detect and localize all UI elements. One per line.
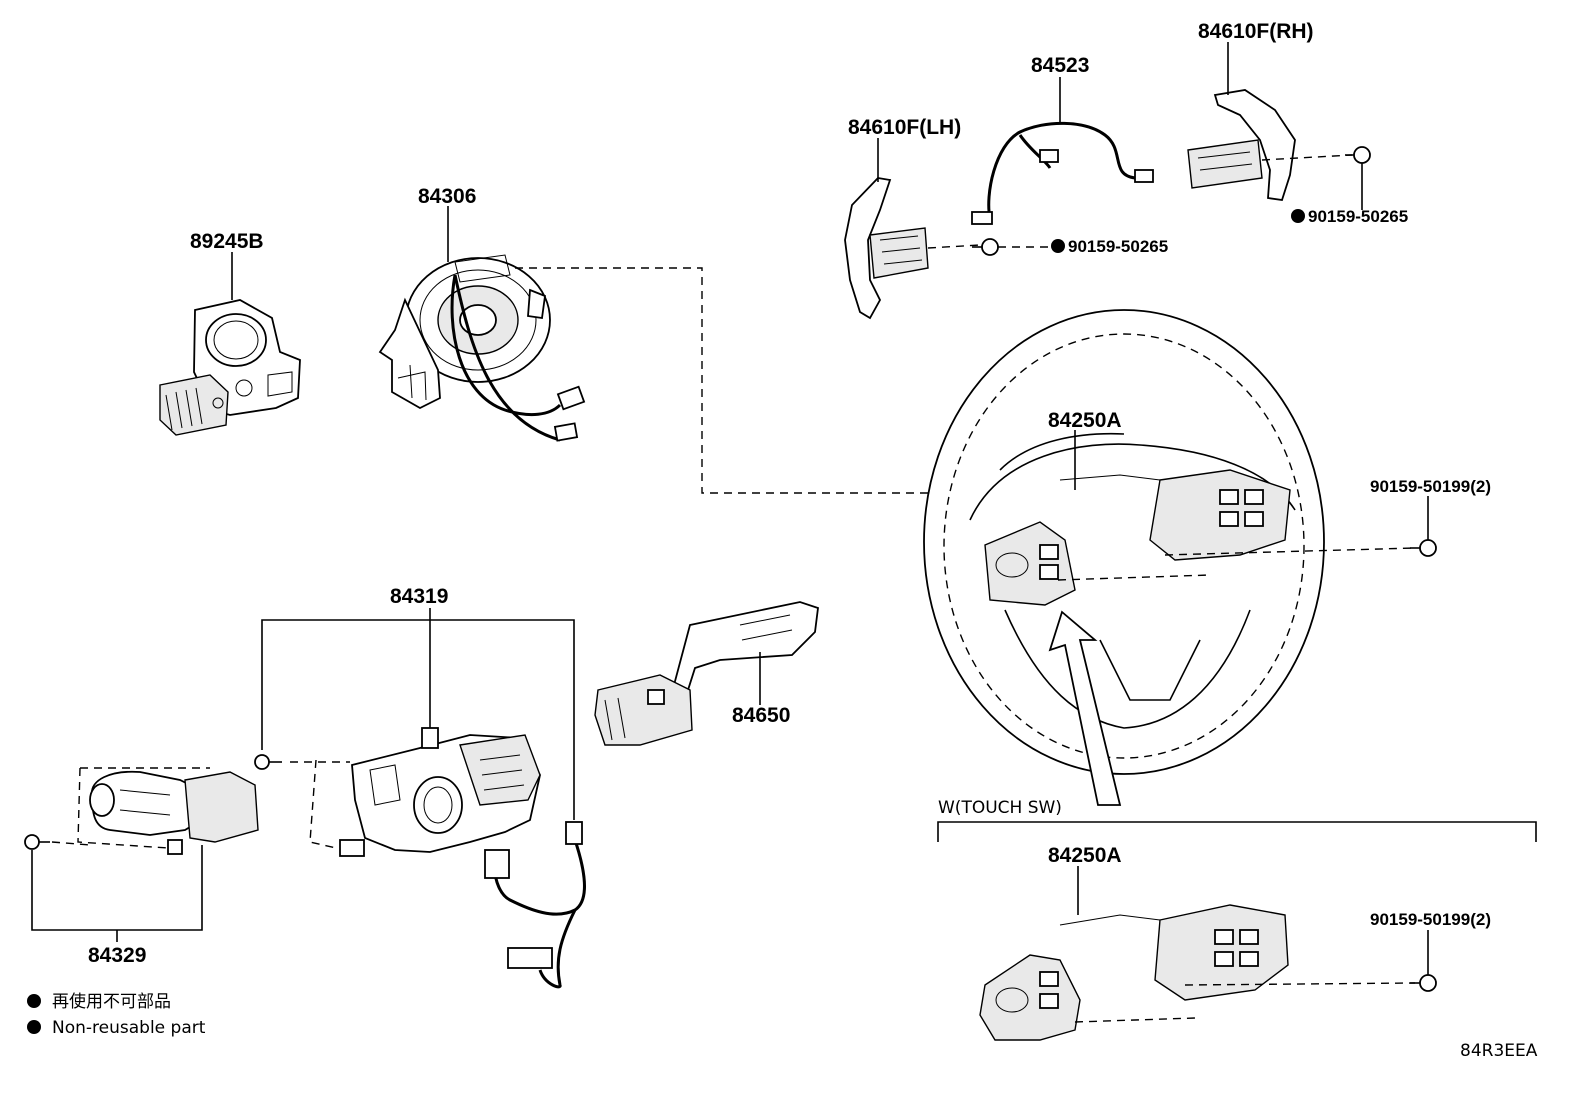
dash-switch-screw-top-2: [1057, 574, 1211, 581]
bracket-touch-sw: [937, 821, 1537, 842]
screw-90159-50199-top[interactable]: [1410, 539, 1437, 557]
screw-90159-50199-bottom[interactable]: [1410, 974, 1437, 992]
label-84329: 84329: [88, 944, 146, 967]
part-84319-combination-switch[interactable]: [339, 727, 541, 857]
label-touch-sw: W(TOUCH SW): [938, 798, 1062, 818]
part-84329-light-switch[interactable]: [89, 770, 259, 855]
dash-switch-screw-bottom-2: [1074, 1017, 1196, 1023]
dash-lh-screw: [927, 244, 981, 249]
legend-jp: 再使用不可部品: [52, 991, 171, 1012]
screw-84319[interactable]: [254, 754, 282, 770]
legend-en: Non-reusable part: [52, 1018, 206, 1038]
screw-84329[interactable]: [24, 834, 50, 850]
part-84610f-rh-paddle[interactable]: [1187, 89, 1296, 201]
label-84306: 84306: [418, 185, 476, 208]
label-84650: 84650: [732, 704, 790, 727]
screw-90159-50265-lh[interactable]: [972, 238, 999, 256]
label-84319: 84319: [390, 585, 448, 608]
part-84319-harness[interactable]: [484, 821, 586, 989]
non-reusable-marker-icon: [27, 1020, 41, 1034]
label-84610f-lh: 84610F(LH): [848, 116, 961, 139]
label-90159-50199-bottom: 90159-50199(2): [1370, 910, 1491, 929]
non-reusable-marker-icon: [1291, 209, 1305, 223]
label-84523: 84523: [1031, 54, 1089, 77]
part-84523-harness[interactable]: [971, 121, 1154, 225]
label-84250a-bottom: 84250A: [1048, 844, 1122, 867]
bracket-84319: [261, 619, 575, 820]
label-84610f-rh: 84610F(RH): [1198, 20, 1314, 43]
part-89245b-sensor[interactable]: [159, 299, 301, 436]
assembly-arrow-icon: [1048, 610, 1122, 806]
dash-rh-screw: [1261, 154, 1353, 161]
screw-90159-50265-rh[interactable]: [1345, 146, 1371, 164]
non-reusable-marker-icon: [1051, 239, 1065, 253]
diagram-code: 84R3EEA: [1460, 1041, 1538, 1061]
part-84306-spiral-cable[interactable]: [378, 254, 586, 442]
part-84250a-switch-top[interactable]: [984, 469, 1291, 606]
label-89245b: 89245B: [190, 230, 264, 253]
label-90159-50265-b: 90159-50265: [1308, 207, 1408, 226]
label-90159-50265-a: 90159-50265: [1068, 237, 1168, 256]
dash-84306-to-wheel: [515, 267, 935, 494]
dash-switch-screw-bottom: [1184, 982, 1416, 986]
label-90159-50199-top: 90159-50199(2): [1370, 477, 1491, 496]
dash-84329-outline: [77, 767, 169, 849]
dash-84319-side: [309, 759, 337, 849]
bracket-84329: [31, 845, 203, 931]
part-84250a-switch-bottom[interactable]: [979, 904, 1289, 1041]
label-84250a-top: 84250A: [1048, 409, 1122, 432]
non-reusable-marker-icon: [27, 994, 41, 1008]
part-84610f-lh-paddle[interactable]: [844, 177, 929, 320]
dash-84329-screw: [51, 841, 91, 846]
part-84650-wiper-switch[interactable]: [594, 601, 819, 746]
steering-wheel-outline: [923, 309, 1325, 775]
